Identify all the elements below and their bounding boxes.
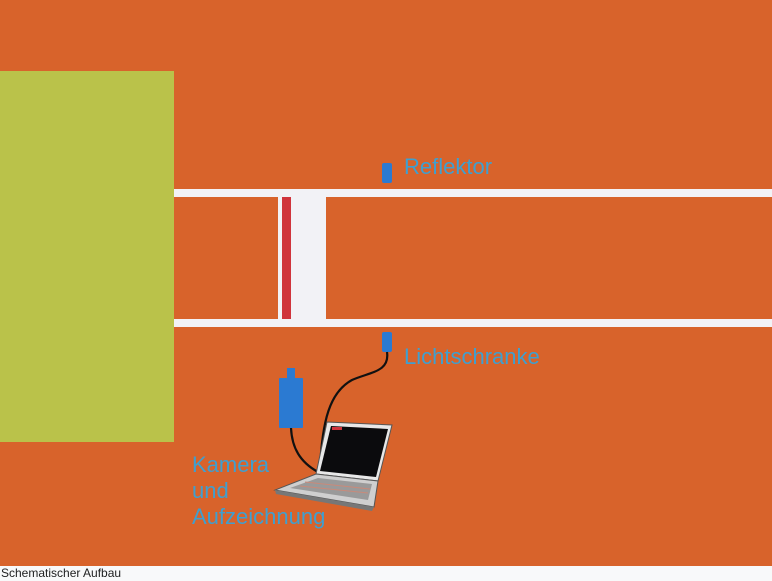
figure-caption: Schematischer Aufbau bbox=[1, 566, 122, 580]
reflector-label: Reflektor bbox=[404, 154, 492, 179]
camera-cable bbox=[289, 427, 319, 473]
laptop-icon bbox=[273, 421, 393, 511]
schematic-diagram: Reflektor Lichtschranke Kamera und Aufze… bbox=[0, 0, 772, 566]
camera-icon bbox=[279, 368, 303, 428]
sled-red-marker bbox=[282, 197, 291, 319]
green-field bbox=[0, 71, 174, 442]
lower-rail bbox=[174, 319, 772, 327]
upper-rail bbox=[174, 189, 772, 197]
light-barrier-cable bbox=[318, 351, 389, 471]
reflector-device bbox=[382, 163, 392, 183]
light-barrier-device bbox=[382, 332, 392, 352]
camera-label-line2: und bbox=[192, 478, 229, 503]
camera-label-line1: Kamera bbox=[192, 452, 270, 477]
light-barrier-label: Lichtschranke bbox=[404, 344, 540, 369]
camera-label-line3: Aufzeichnung bbox=[192, 504, 325, 529]
caption-bar: Schematischer Aufbau bbox=[0, 566, 772, 581]
